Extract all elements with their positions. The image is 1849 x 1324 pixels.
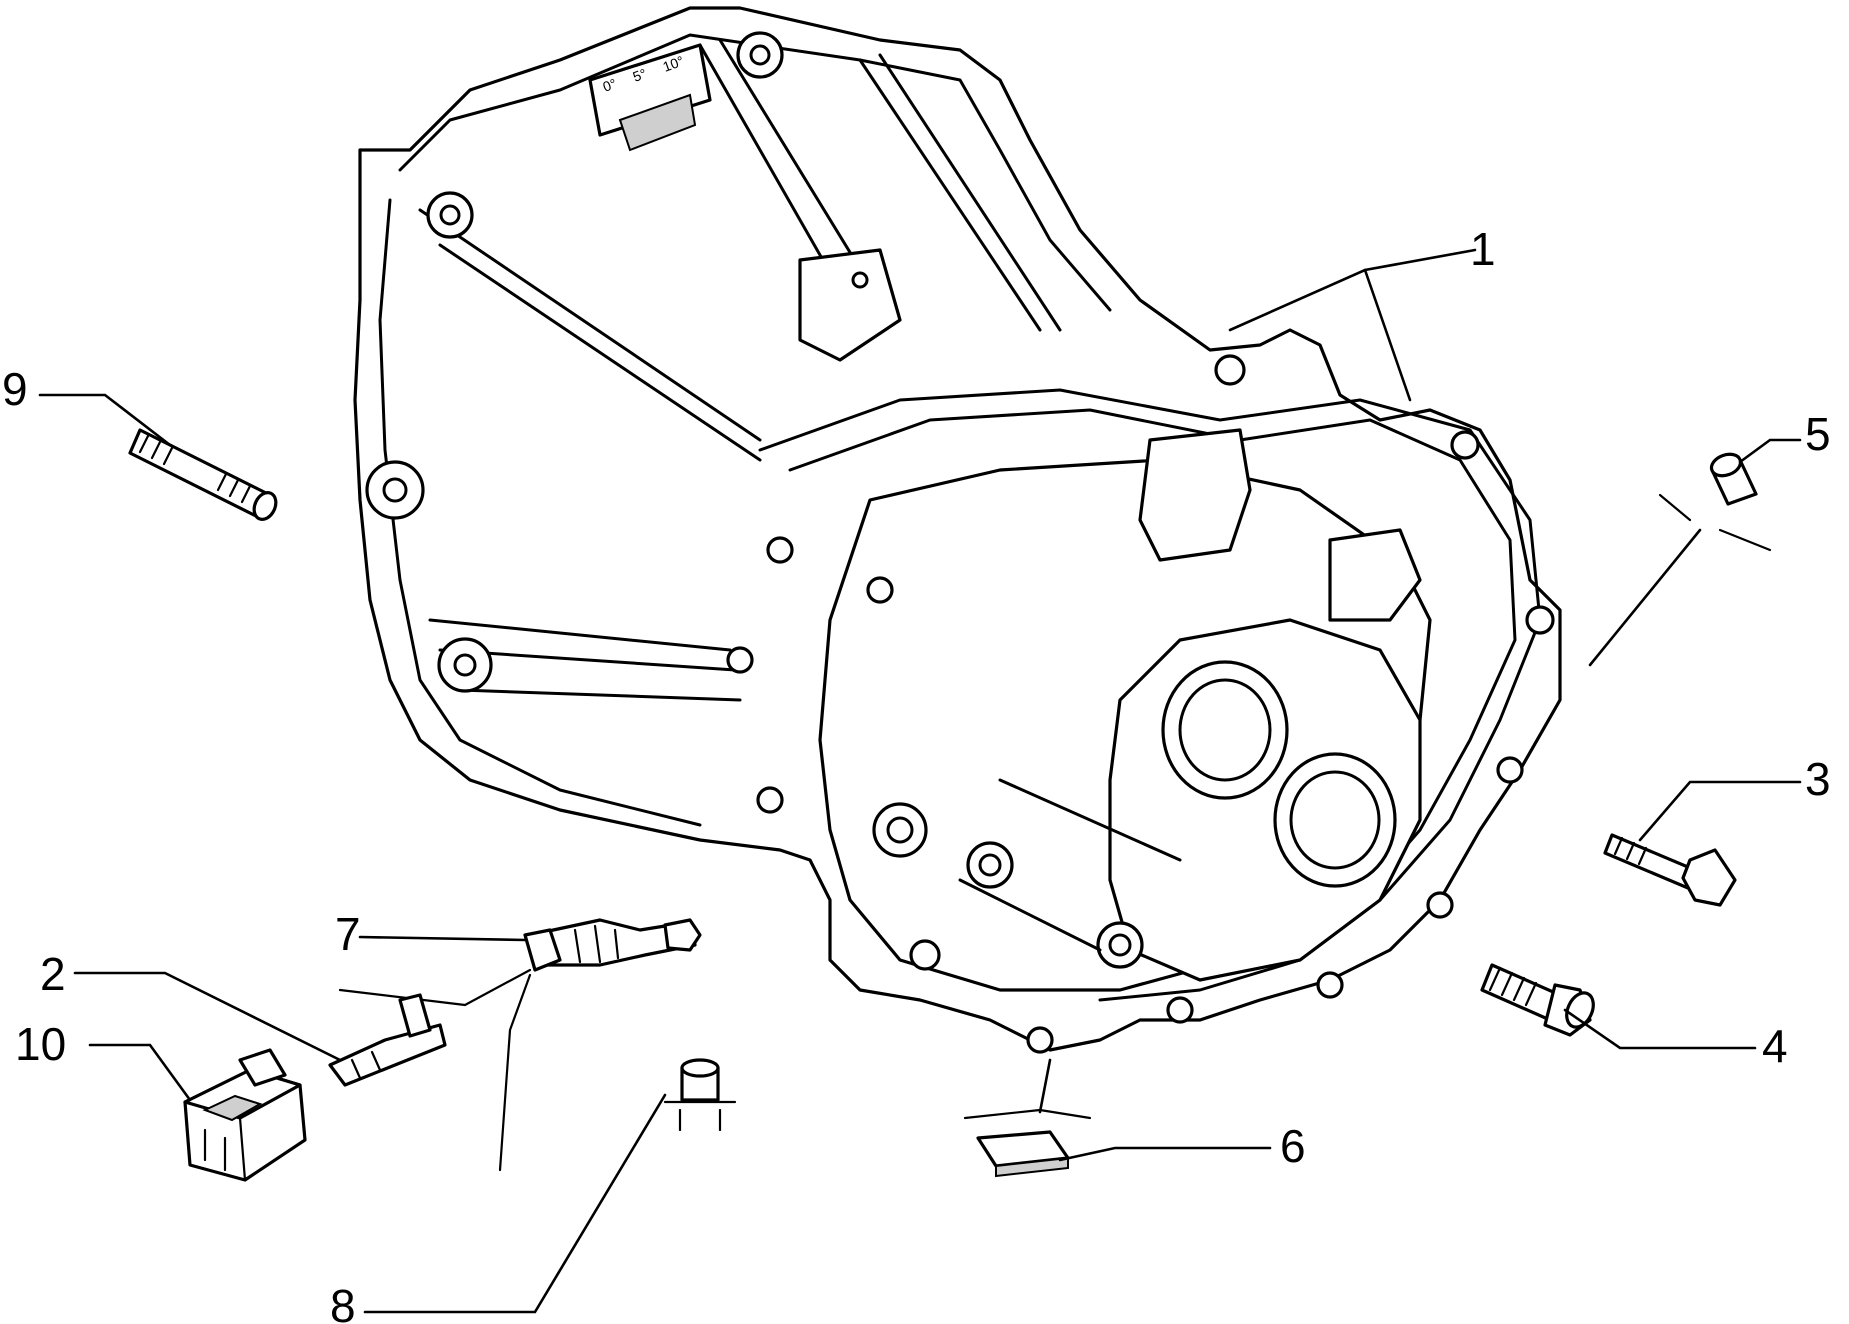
leader-lines bbox=[38, 248, 1802, 1314]
callout-7: 7 bbox=[335, 908, 361, 960]
stud-part-4 bbox=[1480, 963, 1595, 1037]
callout-1: 1 bbox=[1470, 223, 1496, 275]
dial-mark-10: 10° bbox=[661, 53, 686, 75]
callout-2: 2 bbox=[40, 948, 66, 1000]
bolt-part-3 bbox=[1603, 833, 1737, 907]
switch-part-7 bbox=[338, 918, 702, 1172]
callout-8: 8 bbox=[330, 1280, 356, 1324]
callout-labels: 1 2 3 4 5 6 7 8 9 10 bbox=[2, 223, 1831, 1324]
gearbox-housing: 0° 5° 10° bbox=[353, 6, 1562, 1054]
dowel-bush-part-5 bbox=[1658, 452, 1772, 552]
callout-4: 4 bbox=[1762, 1020, 1788, 1072]
pad-part-6 bbox=[963, 1108, 1092, 1178]
dial-mark-0: 0° bbox=[601, 75, 619, 95]
callout-3: 3 bbox=[1805, 753, 1831, 805]
callout-5: 5 bbox=[1805, 408, 1831, 460]
terminal-part-2 bbox=[328, 993, 447, 1087]
connector-part-10 bbox=[183, 1048, 307, 1182]
stud-part-9 bbox=[128, 428, 278, 521]
callout-10: 10 bbox=[15, 1018, 66, 1070]
plug-part-8 bbox=[663, 1058, 737, 1132]
callout-6: 6 bbox=[1280, 1120, 1306, 1172]
callout-9: 9 bbox=[2, 363, 28, 415]
dial-mark-5: 5° bbox=[631, 65, 649, 85]
